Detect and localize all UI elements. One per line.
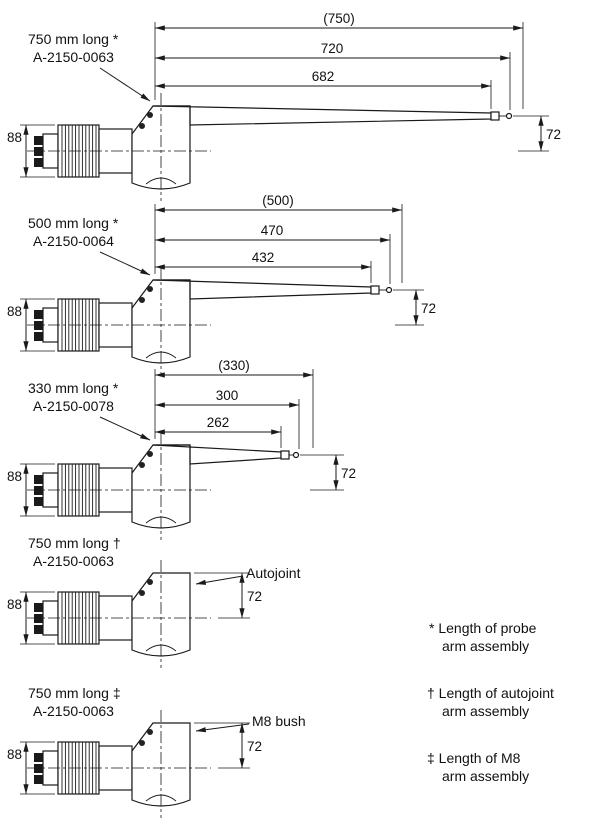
- dimension-body-height: 88: [7, 741, 55, 795]
- dimension-body-height: 88: [7, 591, 55, 645]
- part-label-text: 750 mm long †: [28, 535, 121, 551]
- part-label-text: 750 mm long ‡: [28, 685, 121, 701]
- dim-body-height-text: 88: [7, 597, 22, 612]
- part-label: 750 mm long * A-2150-0063: [28, 31, 151, 102]
- dim-drop-text: 72: [341, 466, 356, 481]
- probe-head: [26, 266, 212, 376]
- dim-overall-text: (500): [262, 193, 294, 208]
- dimension-to-arm-end: 262: [154, 415, 282, 448]
- dim-to-stylus-text: 300: [216, 388, 239, 403]
- callout-text: Autojoint: [246, 565, 301, 581]
- probe-arm: [152, 279, 393, 300]
- part-label: 750 mm long † A-2150-0063: [28, 535, 121, 569]
- dimension-to-stylus: 720: [154, 41, 511, 110]
- dimension-to-arm-end: 432: [154, 250, 372, 283]
- stylus-holder: [370, 285, 380, 295]
- part-number-text: A-2150-0064: [33, 233, 114, 249]
- legend: * Length of probe arm assembly † Length …: [427, 620, 554, 784]
- legend-autojoint-line2: arm assembly: [442, 703, 529, 719]
- part-number-text: A-2150-0063: [33, 553, 114, 569]
- probe-head: [26, 92, 212, 202]
- callout-text: M8 bush: [252, 713, 306, 729]
- dim-overall-text: (750): [323, 11, 355, 26]
- assembly-probe-arm-500: (500) 470 432 88 72 500 mm long * A-2150…: [7, 193, 436, 376]
- stylus-holder: [490, 111, 500, 121]
- probe-head: [26, 431, 212, 541]
- dim-overall-text: (330): [218, 358, 250, 373]
- stylus-ball: [505, 112, 513, 120]
- label-leader: [99, 67, 151, 102]
- dim-drop-text: 72: [421, 301, 436, 316]
- assembly-autojoint-arm-750: Autojoint 72 88 750 mm long † A-2150-006…: [7, 535, 301, 669]
- dimension-to-arm-end: 682: [154, 69, 492, 109]
- dimension-to-stylus: 300: [154, 388, 300, 449]
- dimension-to-stylus: 470: [154, 223, 391, 284]
- probe-arm: [152, 444, 300, 465]
- part-label-text: 750 mm long *: [28, 31, 119, 47]
- callout-leader: [195, 575, 244, 585]
- probe-arm: [152, 105, 513, 126]
- dimension-overall: (750): [154, 11, 524, 109]
- part-number-text: A-2150-0078: [33, 398, 114, 414]
- stylus-ball: [385, 286, 393, 294]
- dim-drop-text: 72: [247, 589, 262, 604]
- assembly-m8-arm-750: M8 bush 72 88 750 mm long ‡ A-2150-0063: [7, 685, 306, 819]
- legend-probe-line2: arm assembly: [442, 638, 529, 654]
- part-label-text: 500 mm long *: [28, 215, 119, 231]
- probe-head: [26, 559, 212, 669]
- assembly-probe-arm-330: (330) 300 262 88 72 330 mm long * A-2150…: [7, 358, 356, 541]
- dimension-drop: 72: [513, 115, 561, 152]
- dim-body-height-text: 88: [7, 747, 22, 762]
- dimension-body-height: 88: [7, 124, 55, 178]
- dim-body-height-text: 88: [7, 130, 22, 145]
- callout-leader: [195, 723, 250, 733]
- callout-m8-bush: M8 bush: [195, 713, 306, 733]
- dimension-drop: 72: [393, 289, 436, 326]
- legend-autojoint-line1: † Length of autojoint: [427, 685, 554, 701]
- dimension-body-height: 88: [7, 463, 55, 517]
- dimension-overall: (500): [154, 193, 403, 283]
- assembly-probe-arm-750: (750) 720 682 88 72 750 mm long * A-2150…: [7, 11, 561, 202]
- dim-body-height-text: 88: [7, 304, 22, 319]
- dimension-body-height: 88: [7, 298, 55, 352]
- stylus-holder: [280, 450, 290, 460]
- dim-body-height-text: 88: [7, 469, 22, 484]
- dim-to-arm-end-text: 432: [252, 250, 275, 265]
- legend-probe-line1: * Length of probe: [429, 620, 537, 636]
- dimension-overall: (330): [154, 358, 314, 448]
- callout-autojoint: Autojoint: [195, 565, 301, 585]
- dim-drop-text: 72: [247, 739, 262, 754]
- legend-m8-line2: arm assembly: [442, 768, 529, 784]
- dim-to-arm-end-text: 262: [207, 415, 230, 430]
- part-number-text: A-2150-0063: [33, 703, 114, 719]
- dim-to-stylus-text: 470: [261, 223, 284, 238]
- part-label: 330 mm long * A-2150-0078: [28, 380, 151, 441]
- part-number-text: A-2150-0063: [33, 49, 114, 65]
- stylus-ball: [292, 451, 300, 459]
- label-leader: [99, 251, 151, 276]
- legend-m8-line1: ‡ Length of M8: [427, 750, 521, 766]
- dimension-drop: 72: [300, 454, 356, 491]
- part-label: 500 mm long * A-2150-0064: [28, 215, 151, 276]
- label-leader: [99, 416, 151, 441]
- part-label: 750 mm long ‡ A-2150-0063: [28, 685, 121, 719]
- dimension-drop: 72: [194, 572, 262, 619]
- dimension-drop: 72: [194, 722, 262, 769]
- part-label-text: 330 mm long *: [28, 380, 119, 396]
- dim-to-stylus-text: 720: [321, 41, 344, 56]
- probe-head: [26, 709, 212, 819]
- dim-drop-text: 72: [546, 127, 561, 142]
- dim-to-arm-end-text: 682: [312, 69, 335, 84]
